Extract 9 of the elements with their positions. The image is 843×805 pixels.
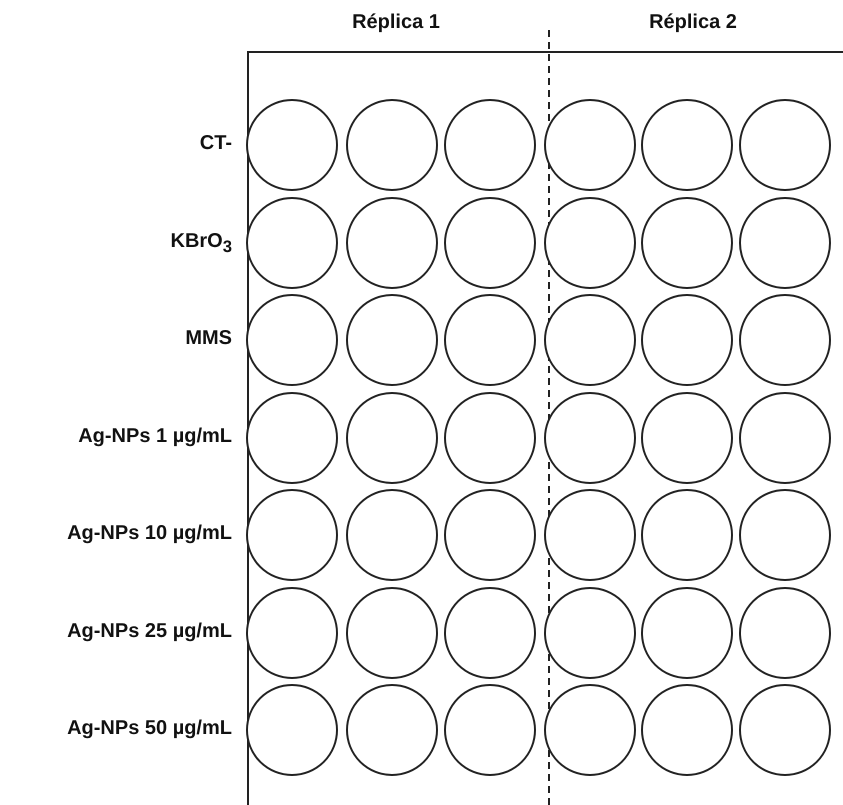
row-label: Ag-NPs 10 µg/mL	[67, 521, 232, 545]
row-label: CT-	[200, 131, 232, 155]
column-header: Réplica 1	[351, 10, 441, 34]
row-label: Ag-NPs 25 µg/mL	[67, 619, 232, 643]
row-label: KBrO$_{3}$	[170, 229, 232, 258]
row-label: Ag-NPs 1 µg/mL	[78, 424, 232, 448]
row-label: Ag-NPs 50 µg/mL	[67, 716, 232, 740]
column-header: Réplica 2	[648, 10, 738, 34]
row-label: MMS	[185, 326, 232, 350]
